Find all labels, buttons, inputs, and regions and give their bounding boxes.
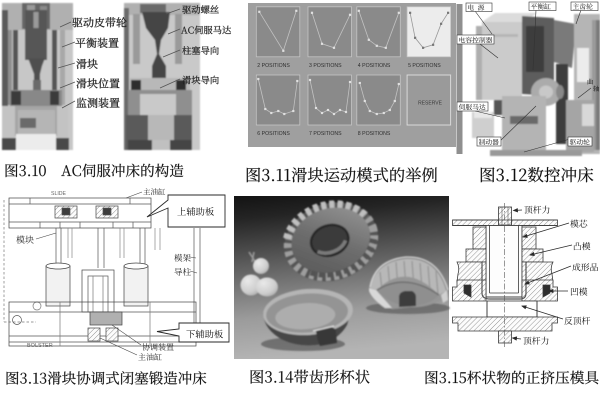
svg-text:6 POSITIONS: 6 POSITIONS (257, 131, 290, 137)
svg-text:RESERVE: RESERVE (418, 101, 442, 107)
svg-text:BOLSTER: BOLSTER (27, 343, 53, 349)
svg-text:2 POSITIONS: 2 POSITIONS (257, 63, 290, 69)
svg-text:7 POSITIONS: 7 POSITIONS (309, 131, 342, 137)
svg-text:4 POSITIONS: 4 POSITIONS (358, 63, 391, 69)
svg-text:SLIDE: SLIDE (51, 191, 67, 197)
svg-text:5 POSITIONS: 5 POSITIONS (408, 63, 441, 69)
svg-text:8 POSITIONS: 8 POSITIONS (358, 131, 391, 137)
svg-text:3 POSITIONS: 3 POSITIONS (309, 63, 342, 69)
